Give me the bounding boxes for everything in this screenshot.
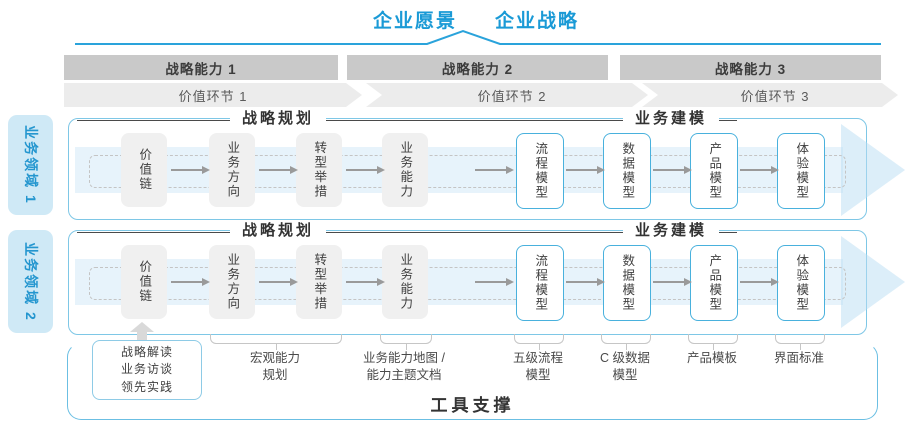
flow-arrow-head-icon [841, 124, 905, 216]
node-process-model: 流程模型 [516, 133, 564, 209]
strategy-title: 企业战略 [495, 11, 580, 32]
right-arrow-icon [566, 277, 605, 286]
value-link-chevron-2: 价值环节 2 [366, 83, 648, 107]
practice-box: 战略解读 业务访谈 领先实践 [92, 340, 202, 400]
brace-data-model [601, 334, 651, 350]
right-arrow-icon [259, 165, 298, 174]
annotation-product-template: 产品模板 [686, 351, 737, 365]
right-arrow-icon [475, 277, 514, 286]
annotation-data-model: C 级数据 模型 [599, 351, 650, 382]
planning-header: 战略规划 [229, 109, 327, 129]
up-arrow-shaft [137, 331, 147, 342]
capability-segment-1: 战略能力 1 [64, 55, 338, 80]
right-arrow-icon [475, 165, 514, 174]
node-value-chain: 价值链 [121, 245, 167, 319]
enterprise-titles: 企业愿景 企业战略 [21, 6, 910, 33]
brace-process-model [514, 334, 564, 350]
value-link-chevron-1: 价值环节 1 [64, 83, 362, 107]
value-link-chevron-3: 价值环节 3 [642, 83, 898, 107]
brace-ui-standard [775, 334, 825, 350]
node-business-direction: 业务方向 [209, 133, 255, 207]
domain-label-1: 业务领域 1 [8, 115, 53, 215]
dashed-track [89, 155, 846, 188]
right-arrow-icon [346, 277, 385, 286]
flow-arrow-head-icon [841, 236, 905, 328]
brace-product-template [688, 334, 738, 350]
capability-segment-3: 战略能力 3 [620, 55, 881, 80]
node-business-capability: 业务能力 [382, 245, 428, 319]
domain-label-2: 业务领域 2 [8, 230, 53, 333]
right-arrow-icon [171, 165, 210, 174]
capability-segment-2: 战略能力 2 [347, 55, 608, 80]
planning-header: 战略规划 [229, 221, 327, 241]
node-experience-model: 体验模型 [777, 133, 825, 209]
node-business-capability: 业务能力 [382, 133, 428, 207]
node-experience-model: 体验模型 [777, 245, 825, 321]
tools-support-title: 工具支撑 [430, 396, 515, 415]
annotation-macro-capability: 宏观能力 规划 [249, 351, 300, 382]
right-arrow-icon [740, 277, 779, 286]
domain-1-panel: 价值链 业务方向 转型举措 业务能力 流程模型 数据模型 产品模型 体验模型 战… [68, 109, 905, 220]
node-process-model: 流程模型 [516, 245, 564, 321]
node-business-direction: 业务方向 [209, 245, 255, 319]
node-data-model: 数据模型 [603, 245, 651, 321]
modeling-header: 业务建模 [622, 221, 720, 241]
annotation-ui-standard: 界面标准 [773, 351, 824, 365]
domain-2-panel: 价值链 业务方向 转型举措 业务能力 流程模型 数据模型 产品模型 体验模型 战… [68, 221, 905, 335]
right-arrow-icon [259, 277, 298, 286]
section-header-line [77, 232, 737, 233]
node-transformation: 转型举措 [296, 245, 342, 319]
modeling-header: 业务建模 [622, 109, 720, 129]
node-product-model: 产品模型 [690, 133, 738, 209]
node-transformation: 转型举措 [296, 133, 342, 207]
right-arrow-icon [653, 277, 692, 286]
annotation-capability-map: 业务能力地图 / 能力主题文档 [363, 351, 445, 382]
dashed-track [89, 267, 846, 300]
right-arrow-icon [653, 165, 692, 174]
right-arrow-icon [171, 277, 210, 286]
right-arrow-icon [740, 165, 779, 174]
right-arrow-icon [566, 165, 605, 174]
annotation-process-model: 五级流程 模型 [512, 351, 563, 382]
node-product-model: 产品模型 [690, 245, 738, 321]
node-value-chain: 价值链 [121, 133, 167, 207]
vision-title: 企业愿景 [372, 11, 457, 32]
right-arrow-icon [346, 165, 385, 174]
tools-support-panel: 工具支撑 [67, 343, 878, 420]
brace-capability-map [380, 334, 432, 350]
brace-macro-capability [210, 334, 342, 350]
up-arrow-icon [130, 322, 154, 332]
vision-underline-with-peak [75, 29, 881, 45]
section-header-line [77, 120, 737, 121]
node-data-model: 数据模型 [603, 133, 651, 209]
